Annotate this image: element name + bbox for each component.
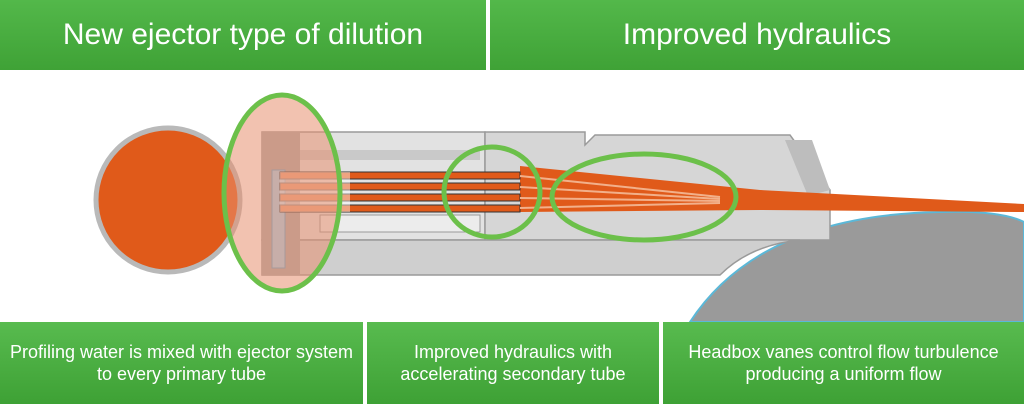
banner-ejector-dilution: New ejector type of dilution [0, 0, 486, 70]
highlight-secondary-tube [441, 144, 543, 240]
banner-improved-hydraulics: Improved hydraulics [490, 0, 1024, 70]
highlight-ejector-dilution [221, 92, 343, 294]
caption-secondary-tube: Improved hydraulics with accelerating se… [367, 322, 659, 404]
caption-dilution: Profiling water is mixed with ejector sy… [0, 322, 363, 404]
highlight-vanes [549, 151, 739, 243]
inlet-header-pipe [93, 125, 243, 275]
caption-vanes: Headbox vanes control flow turbulence pr… [663, 322, 1024, 404]
breast-roll [688, 210, 1024, 323]
